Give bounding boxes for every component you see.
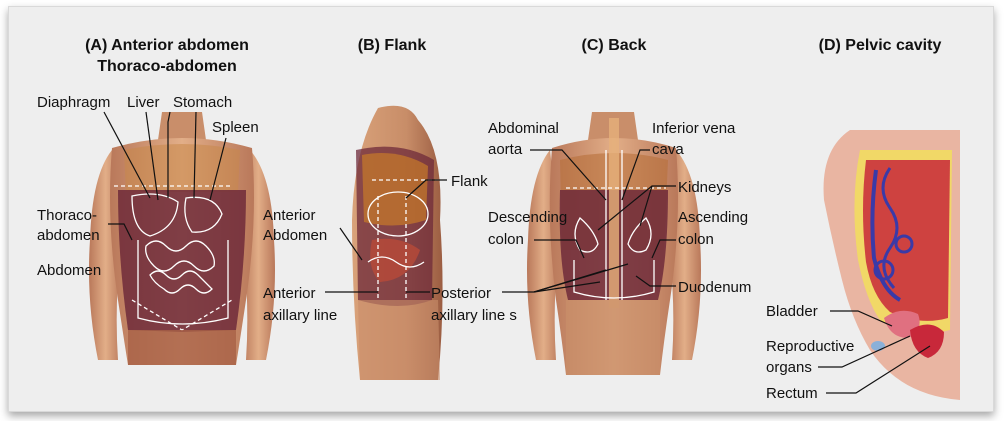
label-kidneys: Kidneys [678,179,731,196]
label-rectum: Rectum [766,385,818,402]
label-reproductive-line2: organs [766,359,812,376]
label-aorta-line2: aorta [488,141,523,158]
label-posterior-axillary-line2: axillary line s [431,307,517,324]
label-ivc-line2: cava [652,141,684,158]
panel-a-illustration [89,112,275,365]
label-thoraco-line2: abdomen [37,227,100,244]
panel-a-title: (A) Anterior abdomen [85,37,249,54]
label-ivc-line1: Inferior vena [652,120,736,137]
label-posterior-axillary-line1: Posterior [431,285,491,302]
panel-c-title: (C) Back [582,37,647,54]
label-liver: Liver [127,94,160,111]
label-reproductive-line1: Reproductive [766,338,854,355]
label-ascending-line2: colon [678,231,714,248]
panel-d-illustration [824,130,960,400]
panel-b-title: (B) Flank [358,37,427,54]
label-diaphragm: Diaphragm [37,94,110,111]
label-bladder: Bladder [766,303,818,320]
label-aorta-line1: Abdominal [488,120,559,137]
label-anterior-abdomen-line1: Anterior [263,207,316,224]
label-duodenum: Duodenum [678,279,751,296]
panel-d-title: (D) Pelvic cavity [819,37,942,54]
panel-b-illustration [352,106,443,380]
panel-a-subtitle: Thoraco-abdomen [97,58,237,75]
label-flank: Flank [451,173,488,190]
label-abdomen: Abdomen [37,262,101,279]
label-anterior-axillary-line2: axillary line [263,307,337,324]
label-anterior-abdomen-line2: Abdomen [263,227,327,244]
label-anterior-axillary-line1: Anterior [263,285,316,302]
label-ascending-line1: Ascending [678,209,748,226]
label-thoraco-line1: Thoraco- [37,207,97,224]
label-descending-line1: Descending [488,209,567,226]
label-stomach: Stomach [173,94,232,111]
label-descending-line2: colon [488,231,524,248]
label-spleen: Spleen [212,119,259,136]
